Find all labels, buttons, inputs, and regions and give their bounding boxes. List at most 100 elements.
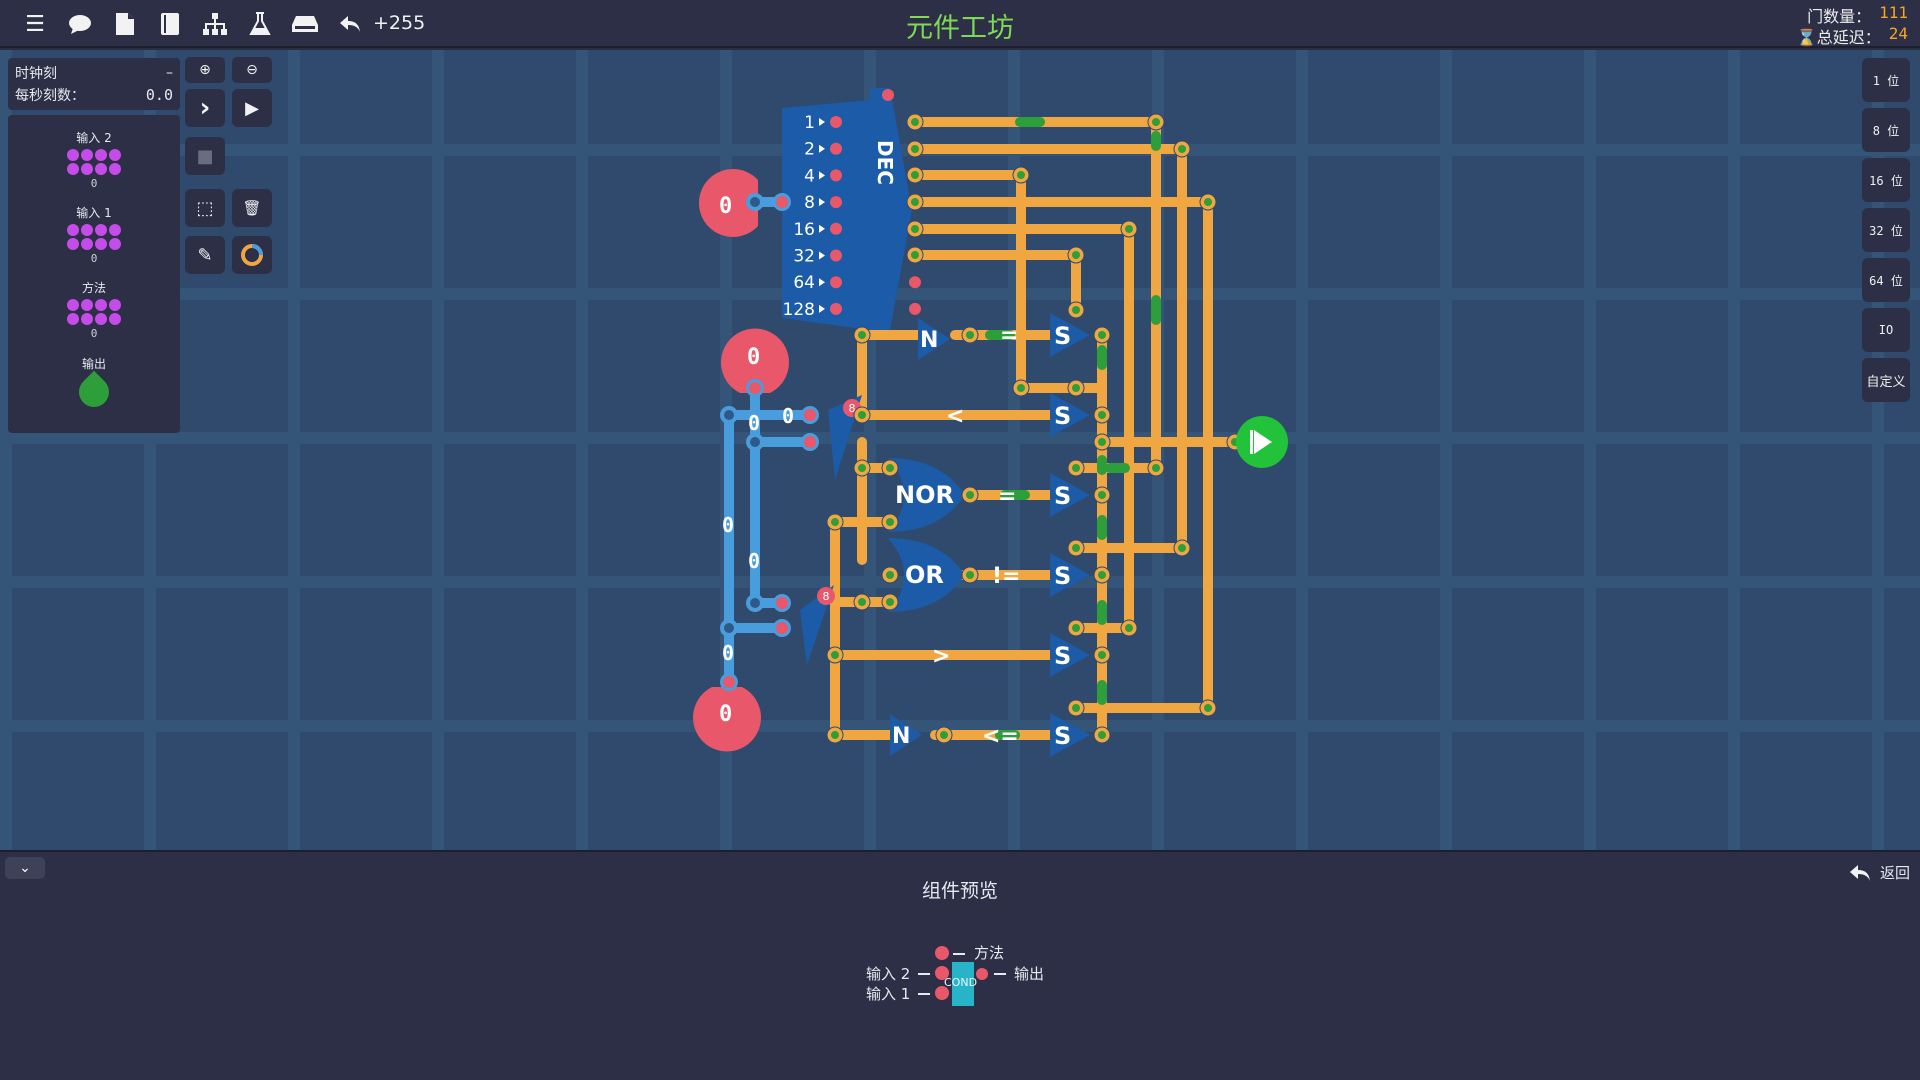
switch-label: S [1054,402,1071,430]
pin-input1-label: 输入 1 [76,206,112,220]
wire-junction-core [966,571,974,579]
zoom-out-button[interactable]: ⊖ [232,57,272,83]
decoder-input-pin[interactable] [830,249,842,262]
not-gate-bottom[interactable]: N [890,714,922,756]
bit-width-button[interactable]: 64 位 [1862,258,1910,302]
wire-junction-core [1204,198,1212,206]
decoder-input-pin[interactable] [830,196,842,209]
flask-icon[interactable] [244,8,276,40]
collapse-button[interactable]: ⌄ [5,857,45,879]
bus-value: 0 [748,411,760,435]
bit-width-button[interactable]: 16 位 [1862,158,1910,202]
book-icon[interactable] [154,8,186,40]
clock-panel: 时钟刻 – 每秒刻数： 0.0 [8,58,180,110]
preview-label-input1: 输入 1 [866,985,911,1003]
decoder-bit-label: 8 [804,193,815,213]
step-button[interactable]: › [185,89,225,127]
switch[interactable] [1050,313,1090,357]
wire-junction-core [1098,438,1106,446]
delete-button[interactable]: 🗑 [232,189,272,227]
pin-output[interactable]: 输出 [8,355,180,414]
switch[interactable] [1050,553,1090,597]
wire-junction-core [886,598,894,606]
decoder-input-pin[interactable] [830,276,842,289]
switch[interactable] [1050,633,1090,677]
switch[interactable] [1050,713,1090,757]
input-pin-top[interactable] [698,169,758,237]
bus-value-labels: 0 0 0 0 0 0 [722,404,794,665]
zoom-in-button[interactable]: ⊕ [185,57,225,83]
wire-junctions [720,113,1244,744]
input-pin-mid[interactable] [721,328,789,393]
wire-junction-core [1072,624,1080,632]
operator-label: != [992,564,1020,589]
or-gate[interactable]: OR [888,538,965,612]
wire-junction-core [831,731,839,739]
pencil-button[interactable]: ✎ [185,236,225,274]
decoder-output-pin[interactable] [909,302,921,315]
wire-junction-core [911,225,919,233]
pin-input2-value: 0 [90,177,98,190]
clock-collapse-button[interactable]: – [166,65,173,81]
switch[interactable] [1050,473,1090,517]
decoder[interactable]: DEC [782,88,912,330]
not-gate-top[interactable]: N [918,318,950,360]
preview-label-output: 输出 [1014,965,1045,983]
bit-width-button[interactable]: 32 位 [1862,208,1910,252]
decoder-input-pin[interactable] [830,142,842,155]
preview-title: 组件预览 [921,880,998,902]
undo-icon[interactable] [334,8,366,40]
output-pin[interactable] [1236,416,1288,468]
bit-width-button[interactable]: 1 位 [1862,58,1910,102]
bit-width-button[interactable]: IO [1862,308,1910,352]
bit-width-button[interactable]: 8 位 [1862,108,1910,152]
chat-icon[interactable] [64,8,96,40]
decoder-output-pin[interactable] [909,276,921,289]
pin-method[interactable]: 方法 0 [8,279,180,340]
file-icon[interactable] [109,8,141,40]
decoder-label: DEC [873,140,897,185]
decoder-input-pin[interactable] [830,116,842,128]
wire-junction-core [1204,704,1212,712]
color-button[interactable] [232,236,272,274]
pin-input1[interactable]: 输入 1 0 [8,204,180,265]
wire-junction-core [1072,704,1080,712]
red-pin [776,196,788,208]
negate-bottom-badge: 8 [823,590,830,603]
hierarchy-icon[interactable] [199,8,231,40]
menu-icon[interactable]: ☰ [25,11,45,37]
decoder-input-pin[interactable] [830,302,842,315]
select-button[interactable]: ⬚ [185,189,225,227]
bus-value: 0 [782,404,794,428]
play-button[interactable]: ▶ [232,89,272,127]
back-button[interactable]: 返回 [1848,862,1910,883]
bus-junction-core [724,623,734,633]
wire-junction-core [1072,544,1080,552]
wire-junction-core [858,464,866,472]
pin-method-label: 方法 [81,281,106,295]
bus-junction-core [750,197,760,207]
red-pin [776,597,788,609]
wire-junction-core [1152,118,1160,126]
wire-junction-core [911,145,919,153]
switch-label: S [1054,322,1071,350]
input-pin-mid-value: 0 [747,345,760,370]
drive-icon[interactable] [289,8,321,40]
input-pins[interactable]: 0 0 0 [693,169,789,752]
switch[interactable] [1050,393,1090,437]
bit-arrow-icon [819,224,825,233]
back-arrow-icon [1849,864,1870,881]
bit-width-button[interactable]: 自定义 [1862,358,1910,402]
select-icon: ⬚ [196,197,214,219]
pin-input2[interactable]: 输入 2 0 [8,129,180,190]
gate-count-value: 111 [1879,3,1908,22]
decoder-input-pin[interactable] [830,222,842,235]
input-pin-bot[interactable] [693,687,762,752]
negate-bottom[interactable]: 8 [800,585,835,665]
stop-button[interactable]: ■ [185,137,225,175]
nor-gate[interactable]: NOR [888,458,965,532]
decoder-input-pin[interactable] [830,169,842,182]
